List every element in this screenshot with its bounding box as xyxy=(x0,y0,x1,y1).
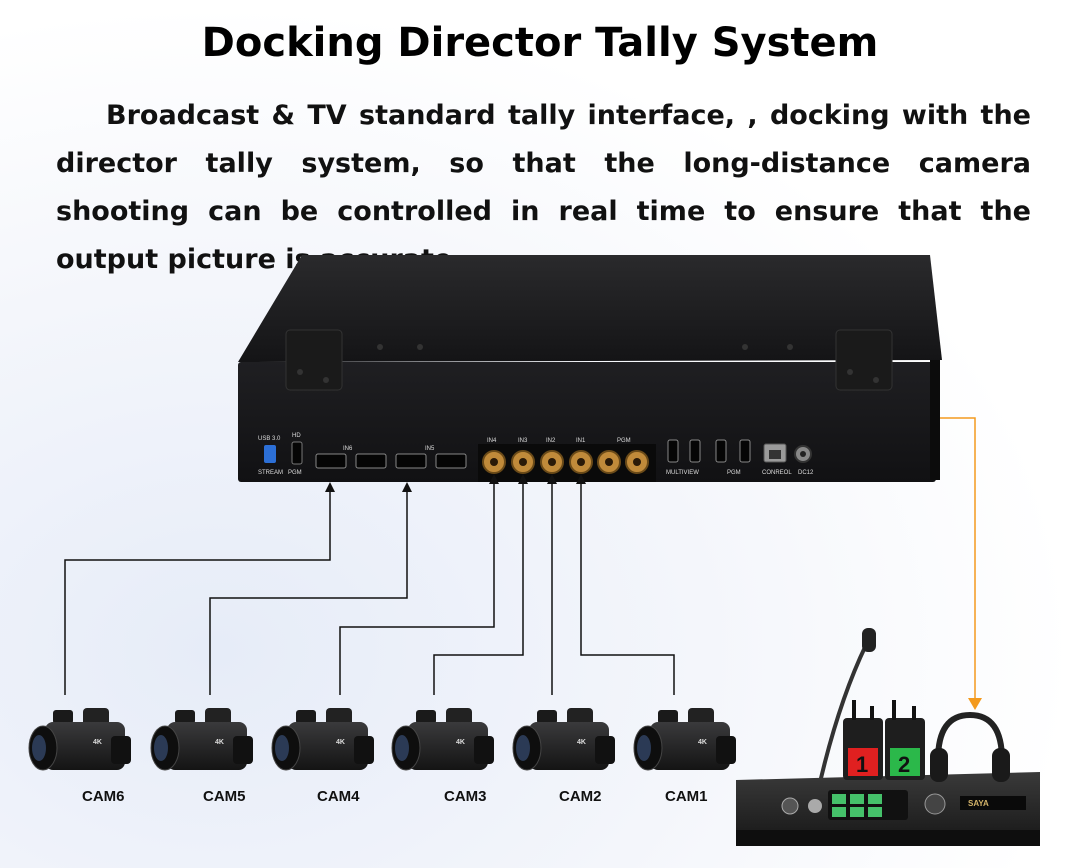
multiview-port-a[interactable] xyxy=(667,439,679,463)
camera-4: 4K xyxy=(271,708,374,771)
director-switcher-device: USB 3.0 STREAM HD PGM IN6 IN5 IN4 IN3 IN… xyxy=(238,255,942,482)
stream-label: STREAM xyxy=(258,470,283,476)
hdmi-port-in5-a[interactable] xyxy=(395,453,427,469)
camera-3: 4K xyxy=(391,708,494,771)
camera-label: CAM3 xyxy=(444,788,487,805)
hdmi-port-in5-b[interactable] xyxy=(435,453,467,469)
left-hinge xyxy=(285,329,343,391)
camera-6: 4K xyxy=(28,708,131,771)
tally-link-line xyxy=(940,417,982,710)
hd-pgm-port[interactable] xyxy=(291,441,303,465)
camera-badge: 4K xyxy=(456,739,465,746)
tally-receiver-2: 2 xyxy=(885,700,925,780)
in6-label: IN6 xyxy=(343,446,353,452)
usb-port[interactable] xyxy=(264,445,276,463)
sdi-bnc-connectors xyxy=(482,450,649,474)
cable-arrowheads xyxy=(325,474,586,492)
pgm-sdi-label: PGM xyxy=(617,438,631,444)
tally-intercom-station: SAYA 1 2 xyxy=(736,628,1040,846)
pgm-hdmi-port-b[interactable] xyxy=(739,439,751,463)
page-title: Docking Director Tally System xyxy=(201,20,879,66)
headset-icon xyxy=(930,711,1010,782)
in4-label: IN4 xyxy=(487,438,497,444)
camera-1: 4K xyxy=(633,708,736,771)
camera-row: 4K 4K 4K 4K 4K 4K xyxy=(28,708,736,771)
tally-number-2: 2 xyxy=(898,752,910,777)
in5-label: IN5 xyxy=(425,446,435,452)
pgm-hdmi-label: PGM xyxy=(727,470,741,476)
camera-badge: 4K xyxy=(577,739,586,746)
camera-badge: 4K xyxy=(698,739,707,746)
multiview-label: MULTIVIEW xyxy=(666,470,699,476)
in1-label: IN1 xyxy=(576,438,586,444)
hd-label: HD xyxy=(292,433,301,439)
camera-label: CAM5 xyxy=(203,788,246,805)
camera-cables xyxy=(64,482,675,695)
tally-receiver-1: 1 xyxy=(843,700,883,780)
camera-badge: 4K xyxy=(336,739,345,746)
camera-badge: 4K xyxy=(93,739,102,746)
multiview-port-b[interactable] xyxy=(689,439,701,463)
intercom-brand: SAYA xyxy=(968,799,989,808)
camera-label: CAM1 xyxy=(665,788,708,805)
usb-label: USB 3.0 xyxy=(258,436,281,442)
pgm-label: PGM xyxy=(288,470,302,476)
camera-label: CAM4 xyxy=(317,788,360,805)
dc-label: DC12 xyxy=(798,470,814,476)
camera-label: CAM2 xyxy=(559,788,602,805)
description-text: Broadcast & TV standard tally interface,… xyxy=(56,100,1031,275)
in3-label: IN3 xyxy=(518,438,528,444)
camera-5: 4K xyxy=(150,708,253,771)
camera-2: 4K xyxy=(512,708,615,771)
control-label: CONREOL xyxy=(762,470,792,476)
hdmi-port-in6-a[interactable] xyxy=(315,453,347,469)
pgm-hdmi-port-a[interactable] xyxy=(715,439,727,463)
right-hinge xyxy=(835,329,893,391)
hdmi-port-in6-b[interactable] xyxy=(355,453,387,469)
tally-number-1: 1 xyxy=(856,752,868,777)
camera-label: CAM6 xyxy=(82,788,125,805)
camera-badge: 4K xyxy=(215,739,224,746)
in2-label: IN2 xyxy=(546,438,556,444)
